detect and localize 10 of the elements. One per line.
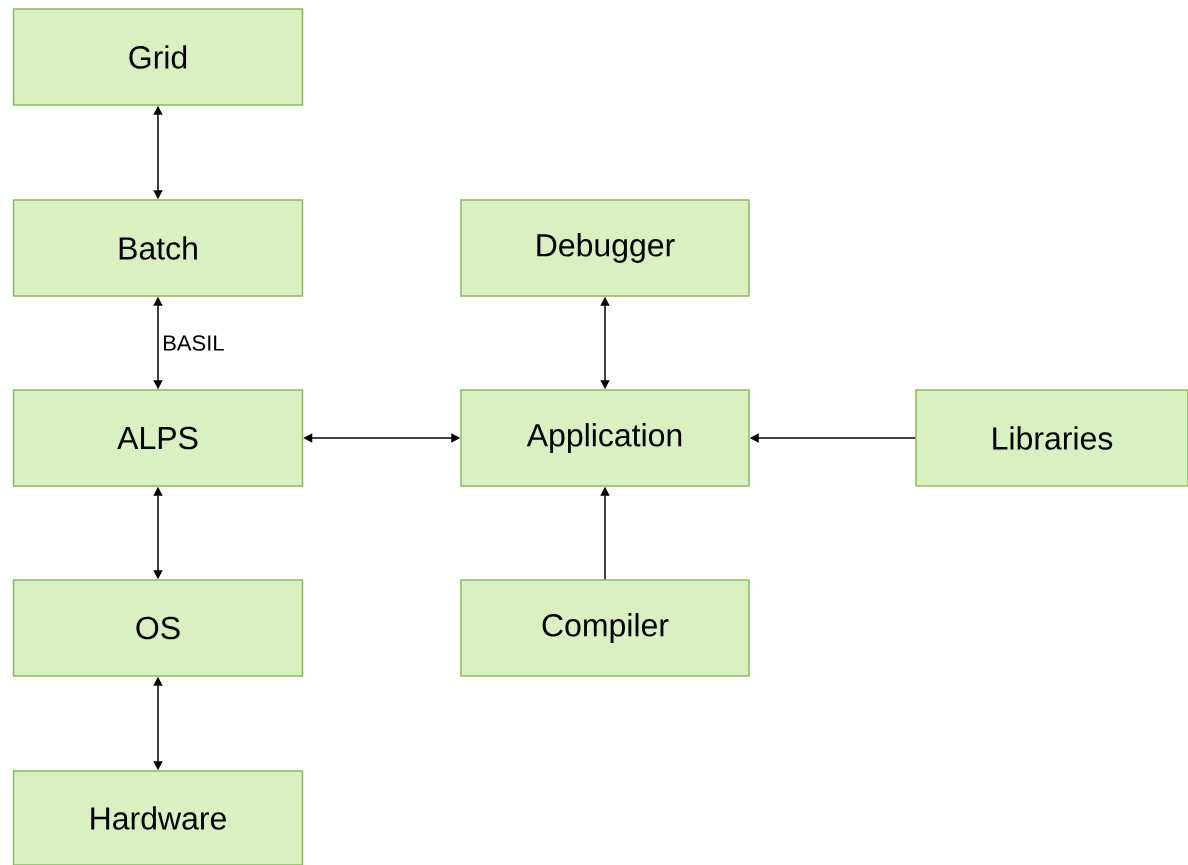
process-box: ALPS xyxy=(12,389,304,487)
process-box: Batch xyxy=(12,199,304,297)
process-box: OS xyxy=(12,579,304,677)
process-box: Grid xyxy=(12,8,304,106)
edge-label: BASIL xyxy=(161,334,226,352)
process-box: Application xyxy=(460,389,750,487)
process-box: Hardware xyxy=(12,770,304,865)
process-box: Debugger xyxy=(460,199,750,297)
process-box: Compiler xyxy=(460,579,750,677)
process-box: Libraries xyxy=(915,389,1188,487)
